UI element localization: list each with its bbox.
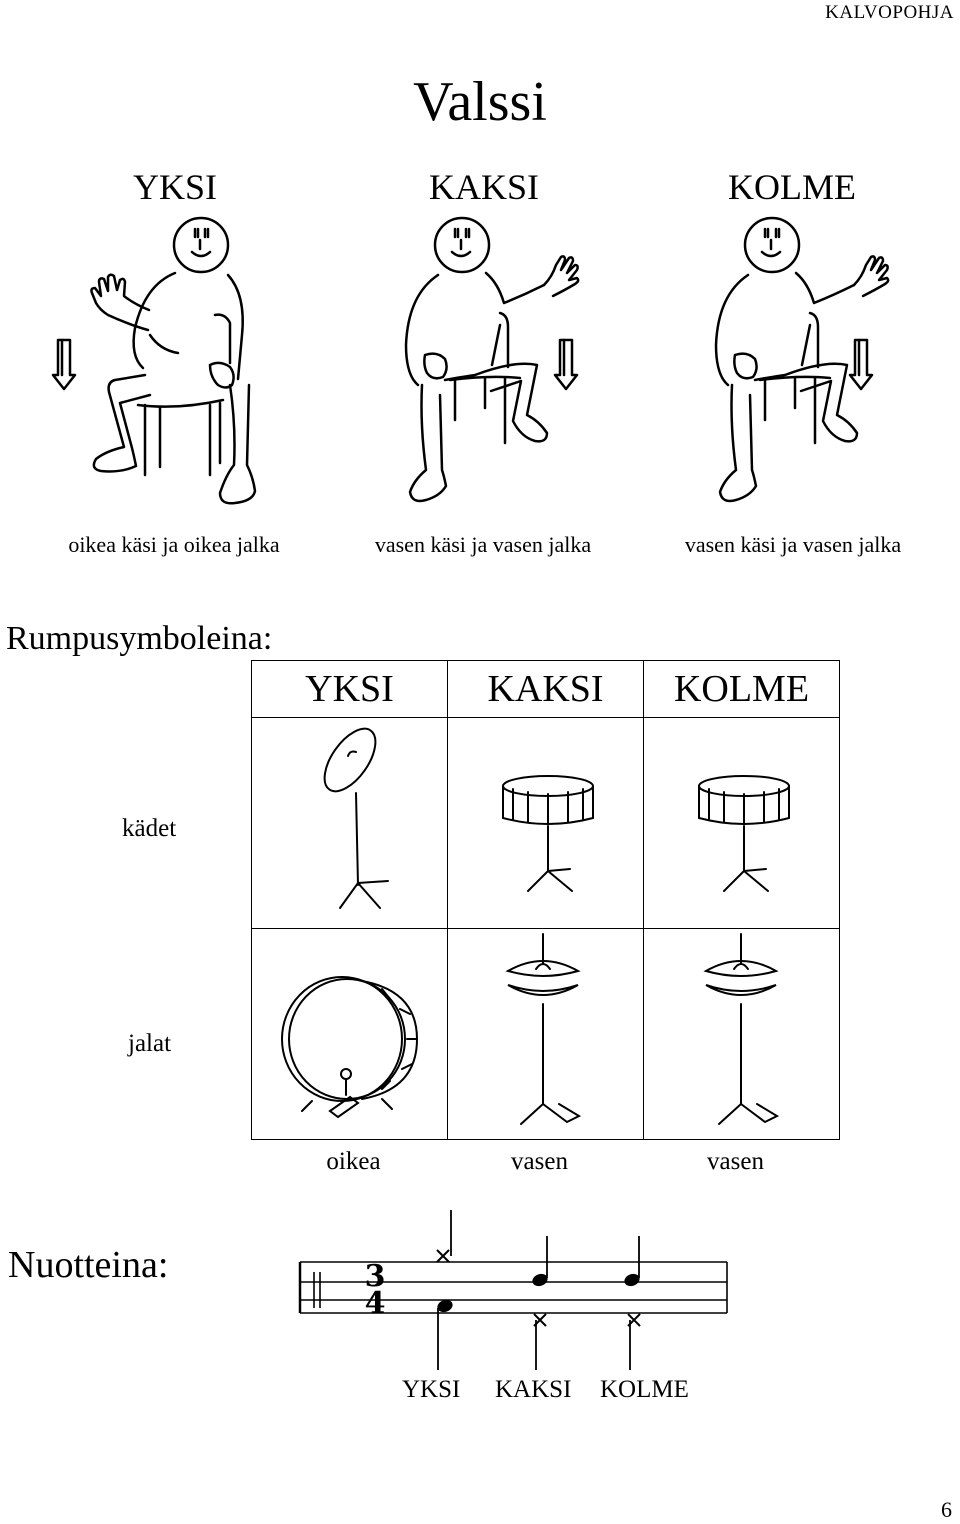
page-title: Valssi	[413, 71, 547, 133]
time-signature-bottom: 4	[365, 1286, 386, 1321]
drum-symbol-table: YKSI KAKSI KOLME	[251, 660, 840, 1140]
foot-label-3: vasen	[707, 1148, 764, 1175]
beat-label-3: KOLME	[728, 167, 856, 207]
column-header-1: YKSI	[251, 660, 448, 718]
seated-person-right-hand-up-icon	[50, 215, 270, 520]
notation-heading: Nuotteina:	[8, 1244, 169, 1286]
figure-caption-1: oikea käsi ja oikea jalka	[68, 532, 280, 557]
seated-person-left-hand-up-icon	[670, 215, 890, 520]
foot-label-1: oikea	[326, 1148, 381, 1175]
snare-drum-icon	[447, 717, 644, 929]
row-label-hands: kädet	[122, 815, 177, 842]
hi-hat-icon	[643, 928, 840, 1140]
hi-hat-icon	[447, 928, 644, 1140]
notation-label-3: KOLME	[600, 1376, 689, 1403]
header-label: KALVOPOHJA	[825, 2, 954, 23]
drum-symbols-heading: Rumpusymboleina:	[6, 620, 273, 657]
figure-caption-3: vasen käsi ja vasen jalka	[684, 532, 902, 557]
notation-label-2: KAKSI	[495, 1376, 572, 1403]
snare-drum-icon	[643, 717, 840, 929]
column-header-3: KOLME	[643, 660, 840, 718]
time-signature-top: 3	[365, 1259, 386, 1294]
bass-drum-icon	[251, 928, 448, 1140]
notation-label-1: YKSI	[402, 1376, 461, 1403]
foot-label-2: vasen	[511, 1148, 568, 1175]
seated-person-left-hand-up-icon	[360, 215, 580, 520]
row-label-feet: jalat	[128, 1030, 172, 1057]
page-number: 6	[941, 1497, 952, 1522]
staff-notation: 3 4	[295, 1200, 735, 1375]
column-header-2: KAKSI	[447, 660, 644, 718]
beat-label-1: YKSI	[132, 167, 217, 207]
ride-cymbal-icon	[251, 717, 448, 929]
figure-caption-2: vasen käsi ja vasen jalka	[374, 532, 592, 557]
beat-label-2: KAKSI	[428, 167, 539, 207]
